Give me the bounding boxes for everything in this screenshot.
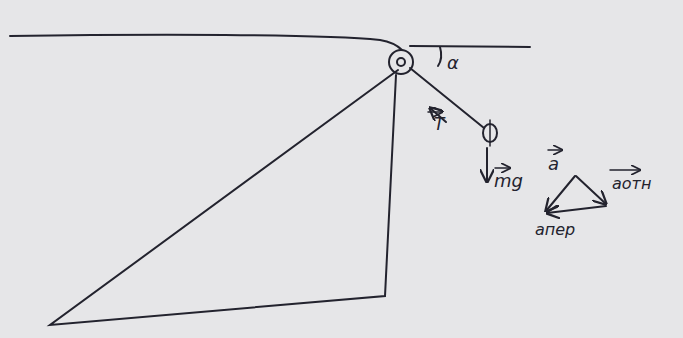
- vector-bar: [428, 111, 442, 113]
- a-arrow: [546, 176, 575, 211]
- ball-axis: [489, 120, 491, 146]
- vector-bar: [610, 169, 640, 171]
- vector-bar: [495, 167, 510, 169]
- a-rel-arrow: [576, 176, 606, 204]
- tension-label: T: [434, 116, 444, 133]
- support-triangle: [50, 70, 398, 325]
- force-label: mg: [494, 172, 523, 190]
- surface-line: [10, 35, 402, 50]
- horizontal-line: [410, 46, 530, 47]
- acceleration-label: a: [548, 155, 559, 173]
- angle-arc: [438, 47, 441, 66]
- acceleration-label: aотн: [612, 176, 651, 192]
- vector-bar: [548, 149, 562, 151]
- string: [410, 68, 484, 128]
- acceleration-label: aпер: [535, 222, 575, 238]
- pulley-axle: [397, 58, 405, 66]
- a-trans-arrow: [547, 206, 606, 213]
- gravity-arrow: [486, 148, 488, 182]
- pulley: [389, 50, 413, 74]
- angle-label: α: [447, 54, 459, 72]
